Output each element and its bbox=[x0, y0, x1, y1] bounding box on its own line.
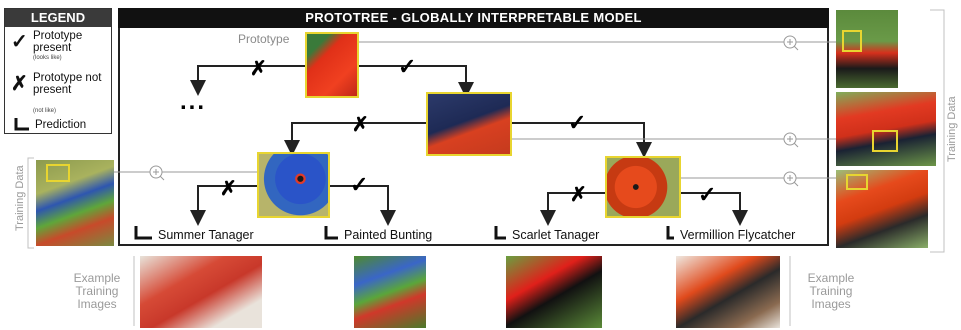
highlight-box bbox=[846, 174, 868, 190]
prototype-patch-root bbox=[305, 32, 359, 98]
check-icon: ✓ bbox=[698, 182, 716, 208]
prediction-icon bbox=[496, 226, 506, 238]
prototype-label: Prototype bbox=[238, 32, 289, 46]
leaf-summer-tanager: Summer Tanager bbox=[158, 228, 254, 242]
prediction-icon bbox=[136, 226, 152, 238]
training-photo-2 bbox=[836, 92, 936, 166]
cross-icon: ✗ bbox=[352, 112, 369, 137]
training-data-label-right: Training Data bbox=[946, 102, 958, 162]
highlight-box bbox=[46, 164, 70, 182]
training-photo-left bbox=[36, 160, 114, 246]
cross-icon: ✗ bbox=[570, 182, 587, 207]
check-icon: ✓ bbox=[398, 54, 416, 80]
prototype-patch-node4 bbox=[605, 156, 681, 218]
example-photo-scarlet-tanager bbox=[506, 256, 602, 328]
ellipsis: ... bbox=[180, 88, 206, 116]
prototype-patch-node2 bbox=[426, 92, 512, 156]
leaf-painted-bunting: Painted Bunting bbox=[344, 228, 432, 242]
example-photo-summer-tanager bbox=[140, 256, 262, 328]
training-photo-1 bbox=[836, 10, 898, 88]
prediction-icon bbox=[668, 226, 674, 238]
example-label-left: Example Training Images bbox=[62, 272, 132, 311]
highlight-box bbox=[872, 130, 898, 152]
cross-icon: ✗ bbox=[250, 56, 267, 81]
training-data-label-left: Training Data bbox=[14, 171, 26, 231]
prototype-patch-node3 bbox=[257, 152, 330, 218]
leaf-scarlet-tanager: Scarlet Tanager bbox=[512, 228, 599, 242]
leaf-vermillion-flycatcher: Vermillion Flycatcher bbox=[680, 228, 795, 242]
example-photo-vermillion-flycatcher bbox=[676, 256, 780, 328]
training-photo-3 bbox=[836, 170, 928, 248]
check-icon: ✓ bbox=[568, 110, 586, 136]
example-label-right: Example Training Images bbox=[796, 272, 866, 311]
prediction-icon bbox=[326, 226, 338, 238]
check-icon: ✓ bbox=[350, 172, 368, 198]
train-bracket-left bbox=[28, 158, 34, 248]
example-photo-painted-bunting bbox=[354, 256, 426, 328]
highlight-box bbox=[842, 30, 862, 52]
cross-icon: ✗ bbox=[220, 176, 237, 201]
